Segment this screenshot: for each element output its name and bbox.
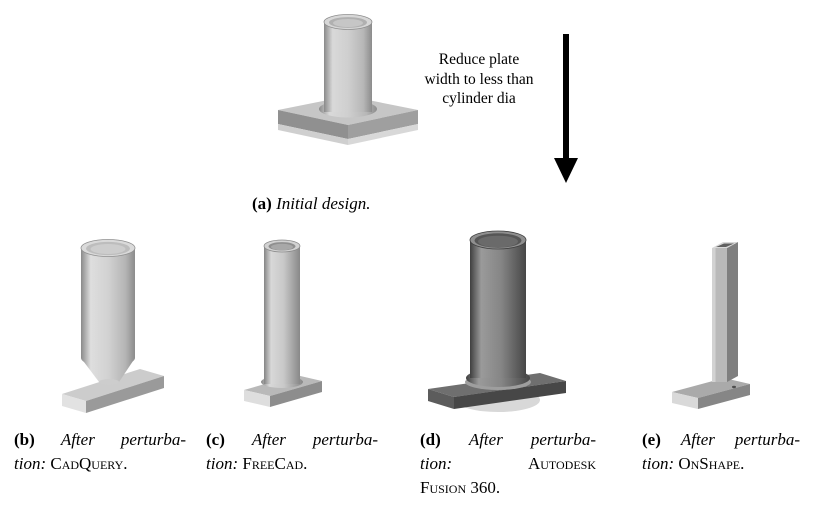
caption-a-text: Initial design. [276, 194, 371, 213]
subfigure-d-image [424, 226, 574, 426]
narrow-bar-plate-shape [672, 378, 750, 409]
caption-b-line1: (b) After perturba- [14, 428, 186, 452]
annotation-line: Reduce plate [438, 51, 520, 68]
caption-d-text2: tion: [420, 454, 453, 473]
narrow-bar-plate-shape [62, 369, 164, 413]
caption-c-text1: After perturba- [251, 430, 378, 449]
subfigure-e-image [662, 232, 772, 424]
caption-b-line2: tion: CadQuery. [14, 452, 186, 476]
caption-c-tool: FreeCad. [242, 454, 308, 473]
caption-b: (b) After perturba- tion: CadQuery. [14, 428, 186, 476]
caption-b-tool: CadQuery. [50, 454, 128, 473]
down-arrow-icon [552, 34, 580, 183]
fusion360-render-icon [428, 230, 566, 412]
caption-d-tool-part2: Fusion 360. [420, 478, 501, 497]
caption-d-tool-part1: Autodesk [527, 454, 596, 473]
annotation-line: cylinder dia [442, 90, 516, 107]
cadquery-render-icon [62, 239, 164, 413]
caption-e-line2: tion: OnShape. [642, 452, 800, 476]
subfigure-c-label: (c) [206, 430, 225, 449]
caption-d-line3: Fusion 360. [420, 476, 596, 500]
caption-c-line1: (c) After perturba- [206, 428, 378, 452]
onshape-render-icon [672, 242, 750, 409]
plate-hole-shape [732, 385, 736, 389]
caption-d: (d) After perturba- tion: Autodesk Fusio… [420, 428, 596, 500]
subfigure-a-label: (a) [252, 194, 272, 213]
subfigure-e-label: (e) [642, 430, 661, 449]
initial-design-render-icon [278, 14, 418, 145]
annotation-line: width to less than [424, 70, 534, 88]
subfigure-b-label: (b) [14, 430, 35, 449]
perturbation-annotation: Reduce plate width to less than cylinder… [404, 50, 554, 109]
caption-c-text2: tion: [206, 454, 239, 473]
subfigure-b-image [58, 230, 178, 426]
caption-c-line2: tion: FreeCad. [206, 452, 378, 476]
caption-c: (c) After perturba- tion: FreeCad. [206, 428, 378, 476]
freecad-render-icon [244, 239, 322, 407]
caption-e-tool: OnShape. [678, 454, 745, 473]
arrow-head [554, 158, 578, 183]
caption-d-text1: After perturba- [468, 430, 596, 449]
caption-d-line2: tion: Autodesk [420, 452, 596, 476]
caption-e-text1: After perturba- [680, 430, 800, 449]
hollow-tube-shape [261, 239, 303, 388]
caption-e: (e) After perturba- tion: OnShape. [642, 428, 800, 476]
cylinder-shape [319, 14, 377, 118]
cylinder-shape [80, 239, 136, 385]
caption-b-text1: After perturba- [60, 430, 186, 449]
caption-e-line1: (e) After perturba- [642, 428, 800, 452]
caption-b-text2: tion: [14, 454, 47, 473]
subfigure-a-image [258, 6, 438, 192]
caption-d-line1: (d) After perturba- [420, 428, 596, 452]
subfigure-c-image [232, 232, 336, 424]
subfigure-d-label: (d) [420, 430, 441, 449]
dark-cylinder-shape [466, 230, 530, 387]
square-column-shape [712, 242, 738, 382]
arrow-shaft [563, 34, 569, 158]
caption-a: (a) Initial design. [252, 192, 472, 216]
caption-e-text2: tion: [642, 454, 675, 473]
